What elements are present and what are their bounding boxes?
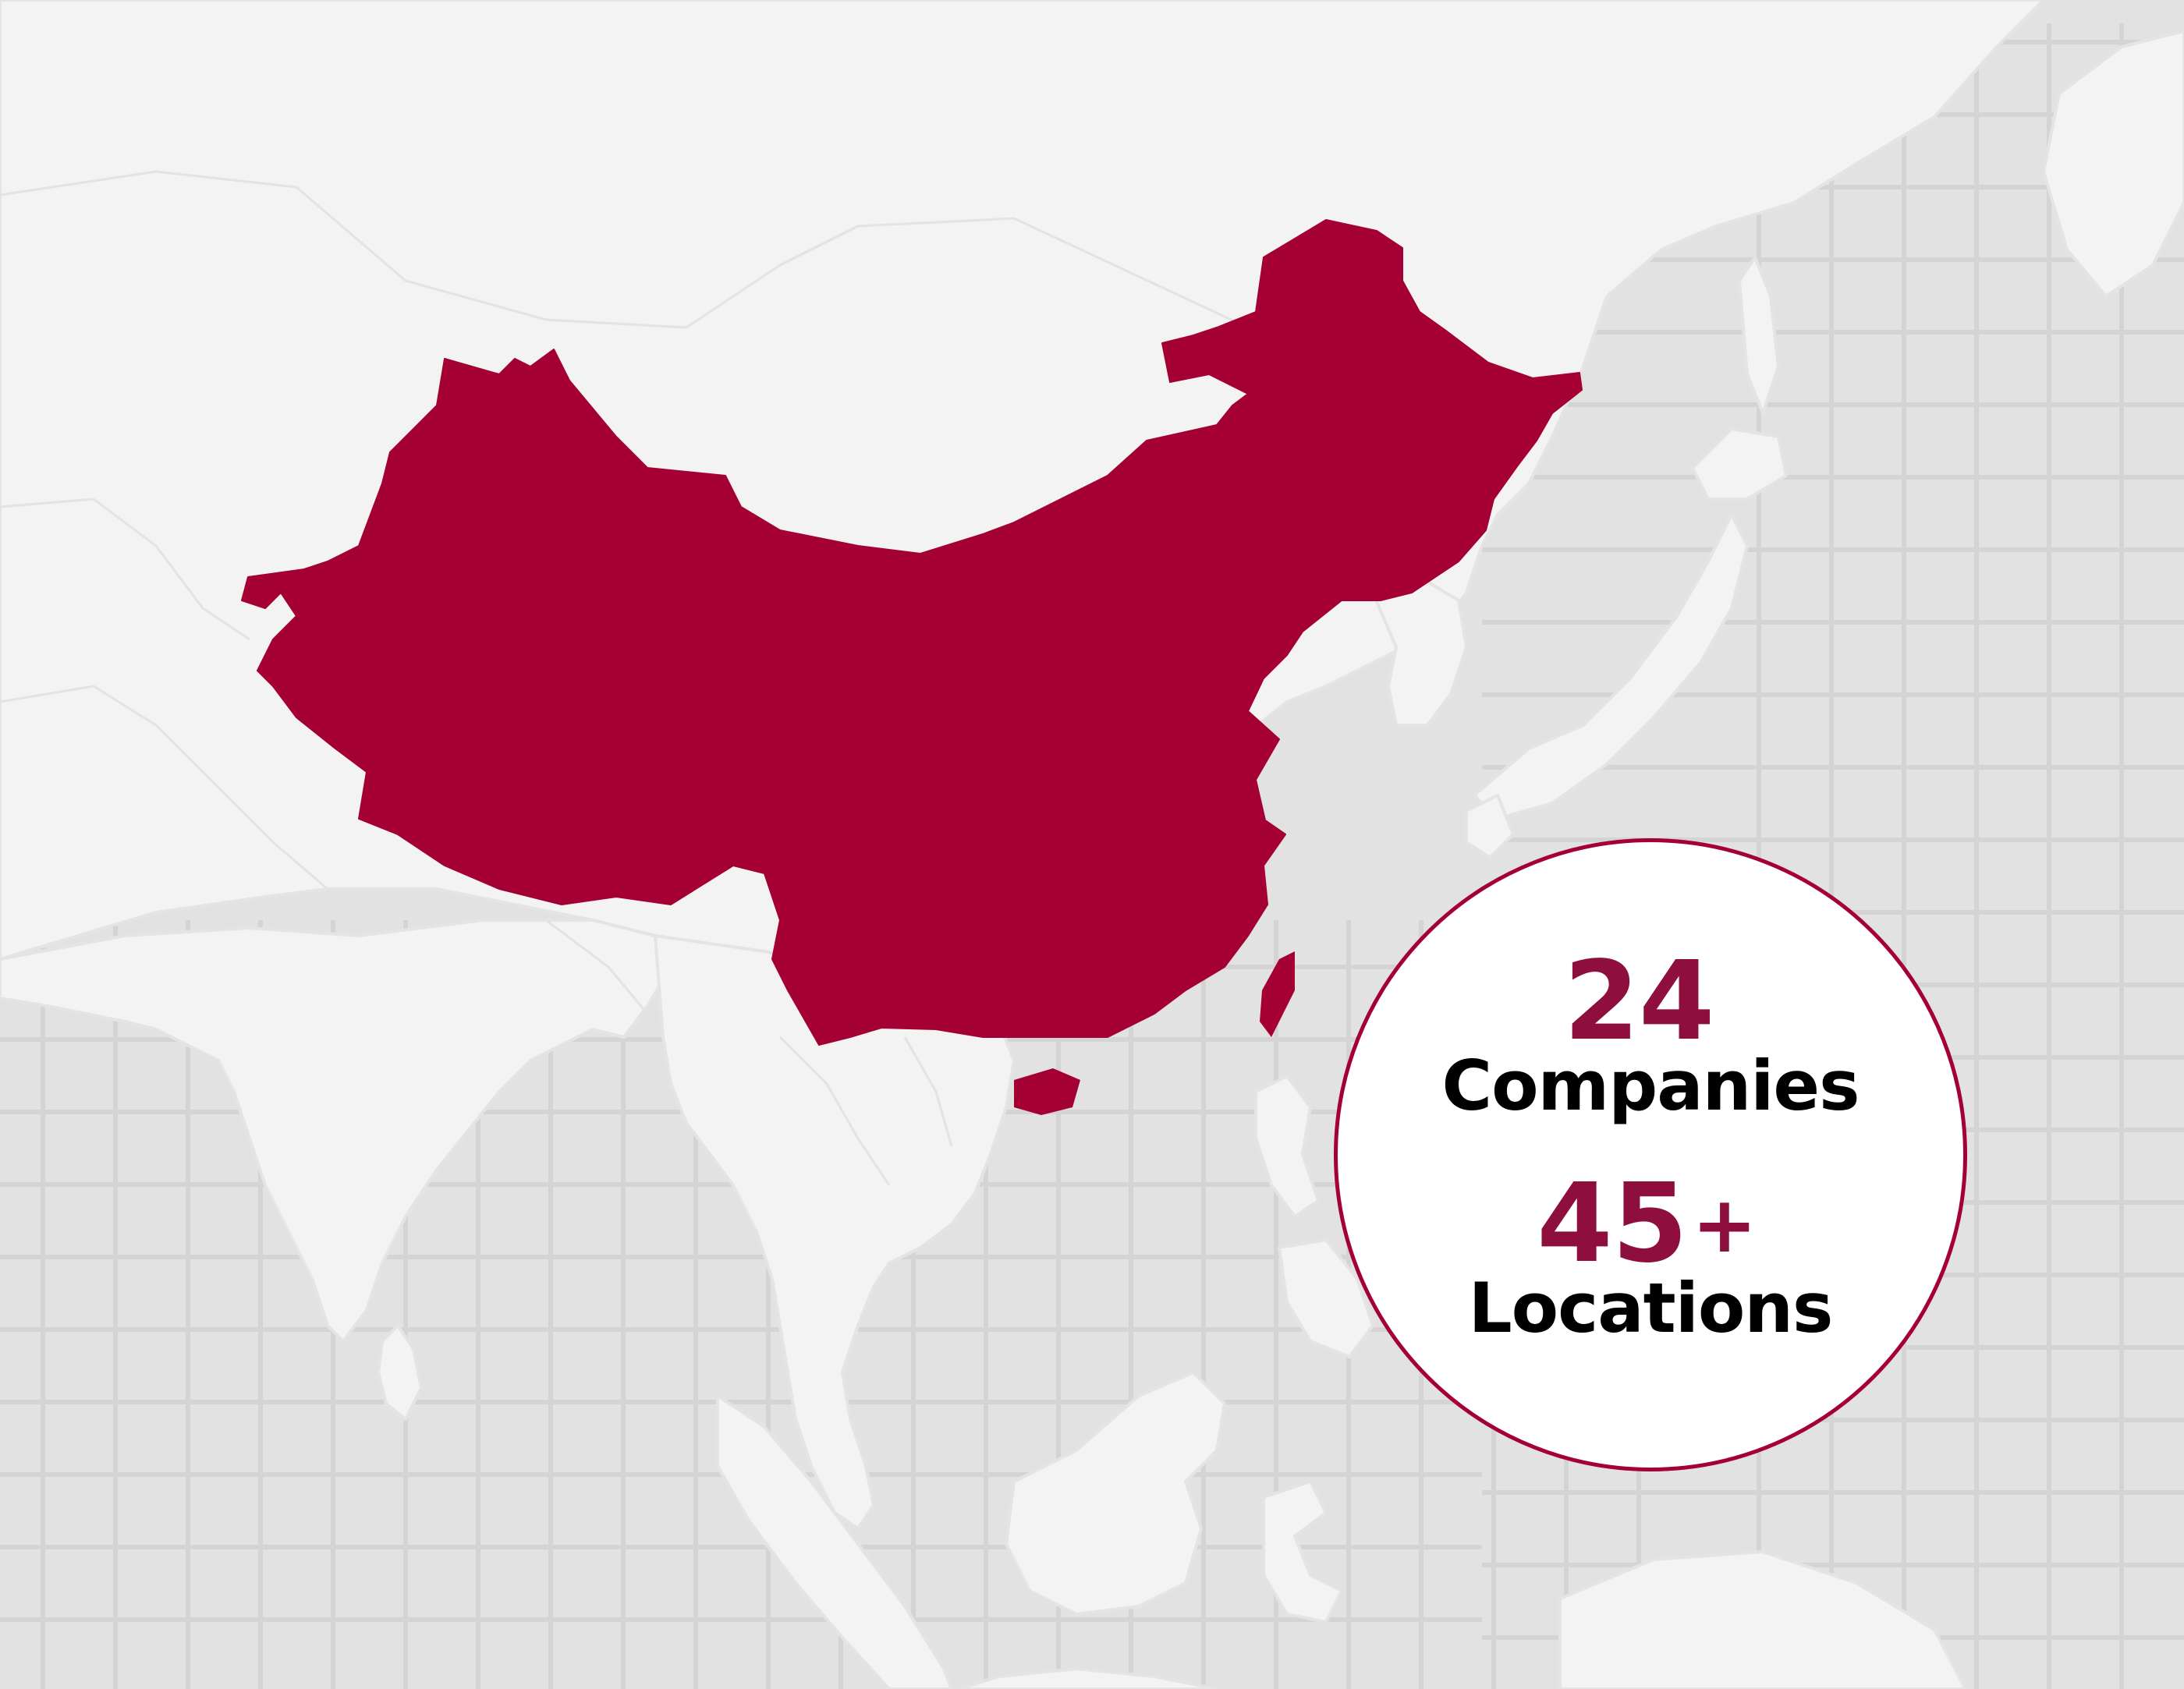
border-line bbox=[545, 919, 649, 1014]
companies-count: 24 bbox=[1563, 938, 1715, 1065]
border-line bbox=[903, 1036, 953, 1147]
china-shape bbox=[241, 219, 1583, 1046]
border-line bbox=[778, 1036, 891, 1186]
indochina-landmass bbox=[654, 934, 1016, 1530]
locations-count-line: 45+ bbox=[1330, 1170, 1963, 1280]
locations-label: Locations bbox=[1468, 1268, 1834, 1348]
india-landmass bbox=[0, 919, 672, 1343]
japan-hokkaido bbox=[1691, 427, 1788, 501]
sumatra bbox=[716, 1394, 953, 1689]
stats-circle: 24 Companies 45+ Locations bbox=[1334, 838, 1967, 1471]
new-guinea bbox=[1558, 1550, 1967, 1689]
graticule-grid bbox=[0, 23, 2184, 1689]
sri-lanka bbox=[377, 1324, 423, 1421]
philippines-luzon bbox=[1254, 1075, 1320, 1218]
sakhalin bbox=[1738, 256, 1780, 415]
border-line bbox=[0, 170, 1249, 329]
companies-label: Companies bbox=[1441, 1046, 1860, 1126]
hainan-shape bbox=[1014, 1068, 1080, 1115]
border-line bbox=[0, 685, 328, 891]
japan-kyushu bbox=[1465, 794, 1515, 859]
country-borders bbox=[0, 170, 1249, 1186]
china-highlight bbox=[241, 219, 1583, 1115]
sulawesi bbox=[1262, 1480, 1343, 1623]
locations-plus: + bbox=[1692, 1179, 1757, 1270]
kamchatka bbox=[2042, 30, 2184, 298]
korean-peninsula bbox=[1371, 575, 1468, 727]
japan-honshu bbox=[1473, 513, 1749, 820]
border-line bbox=[0, 497, 250, 641]
taiwan-shape bbox=[1260, 951, 1295, 1037]
philippines-mindanao bbox=[1278, 1238, 1374, 1358]
java bbox=[958, 1667, 1218, 1689]
locations-count: 45 bbox=[1537, 1160, 1688, 1287]
borneo bbox=[1005, 1371, 1226, 1616]
